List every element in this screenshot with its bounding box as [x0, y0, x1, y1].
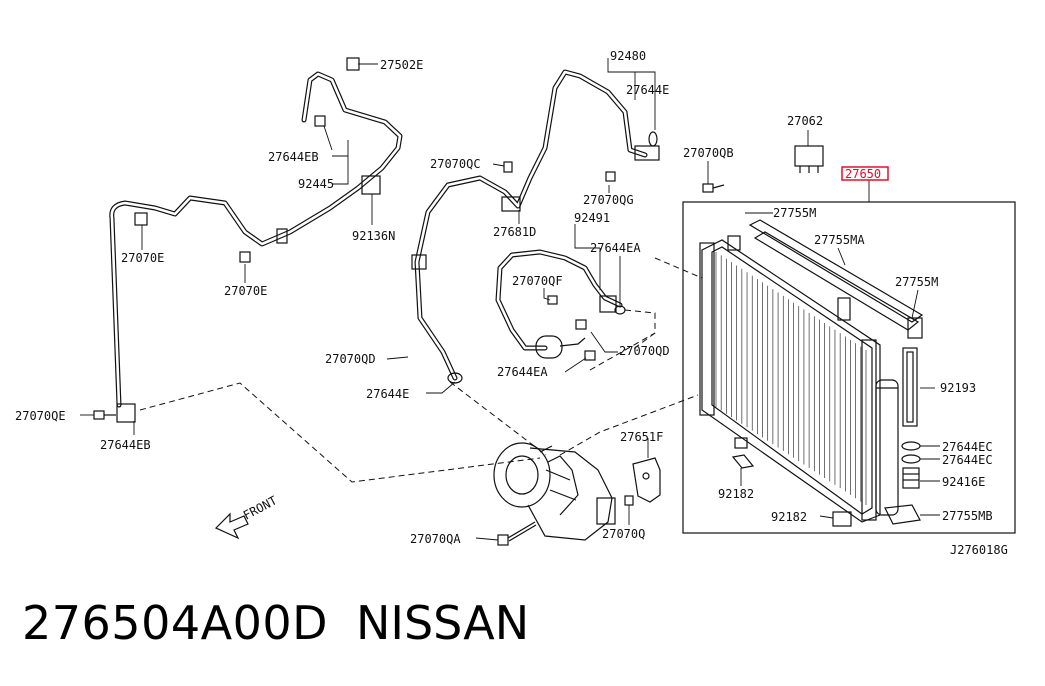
ac-compressor	[493, 442, 616, 541]
label-27070QF: 27070QF	[512, 274, 563, 288]
leader-lines	[80, 58, 940, 541]
label-27644EC-1: 27644EC	[942, 440, 993, 454]
condenser-lower-bracket	[734, 437, 921, 527]
label-27644E-2: 27644E	[366, 387, 409, 401]
label-92416E: 92416E	[942, 475, 985, 489]
bracket-27651F	[624, 457, 661, 506]
callout-labels: 27502E 92480 27644E 27062 27644EB 92445 …	[15, 49, 993, 546]
label-92491: 92491	[574, 211, 610, 225]
pipe-92480	[411, 69, 660, 384]
bolt-27070QA	[497, 521, 537, 546]
label-27651F: 27651F	[620, 430, 663, 444]
label-27644EA-2: 27644EA	[497, 365, 548, 379]
label-27644EA: 27644EA	[590, 241, 641, 255]
label-92445: 92445	[298, 177, 334, 191]
label-27755M-1: 27755M	[773, 206, 816, 220]
label-27644EB-top: 27644EB	[268, 150, 319, 164]
label-27755M-2: 27755M	[895, 275, 938, 289]
diagram-code: J276018G	[950, 543, 1008, 557]
label-27644E-top: 27644E	[626, 83, 669, 97]
label-27062: 27062	[787, 114, 823, 128]
bolt-27070QB	[702, 183, 725, 193]
part-number-caption: 276504A00D	[22, 596, 329, 650]
label-27070QG: 27070QG	[583, 193, 634, 207]
label-92182-1: 92182	[718, 487, 754, 501]
pipe-92491	[495, 249, 626, 361]
label-27070E-1: 27070E	[121, 251, 164, 265]
condenser-core	[699, 239, 881, 523]
label-92136N: 92136N	[352, 229, 395, 243]
relay-27062	[794, 145, 824, 173]
label-27070QC: 27070QC	[430, 157, 481, 171]
bolt-27070QE	[93, 403, 136, 423]
receiver-drier-tank	[875, 347, 918, 516]
label-27755MA: 27755MA	[814, 233, 865, 247]
label-27070QD-2: 27070QD	[619, 344, 670, 358]
drier-orings	[901, 441, 921, 489]
label-27070E-2: 27070E	[224, 284, 267, 298]
highlight-box-27650	[841, 166, 889, 181]
label-27755MB: 27755MB	[942, 509, 993, 523]
brand-caption: NISSAN	[356, 596, 530, 650]
front-direction-arrow: FRONT	[214, 493, 279, 540]
label-27681D: 27681D	[493, 225, 536, 239]
label-27070QD-1: 27070QD	[325, 352, 376, 366]
dashed-routing-lines	[139, 257, 703, 483]
label-92193: 92193	[940, 381, 976, 395]
label-92480: 92480	[610, 49, 646, 63]
label-27644EB-2: 27644EB	[100, 438, 151, 452]
label-27070QA: 27070QA	[410, 532, 461, 546]
label-92182-2: 92182	[771, 510, 807, 524]
label-27644EC-2: 27644EC	[942, 453, 993, 467]
condenser-callout-frame	[682, 180, 1016, 534]
label-27650: 27650	[845, 167, 881, 181]
pipe-92445	[109, 57, 403, 408]
condenser-upper-brackets	[727, 219, 924, 339]
label-27070Q: 27070Q	[602, 527, 645, 541]
label-27502E: 27502E	[380, 58, 423, 72]
label-27070QE: 27070QE	[15, 409, 66, 423]
front-label: FRONT	[241, 493, 279, 522]
clip-92182	[731, 454, 755, 469]
label-27070QB: 27070QB	[683, 146, 734, 160]
